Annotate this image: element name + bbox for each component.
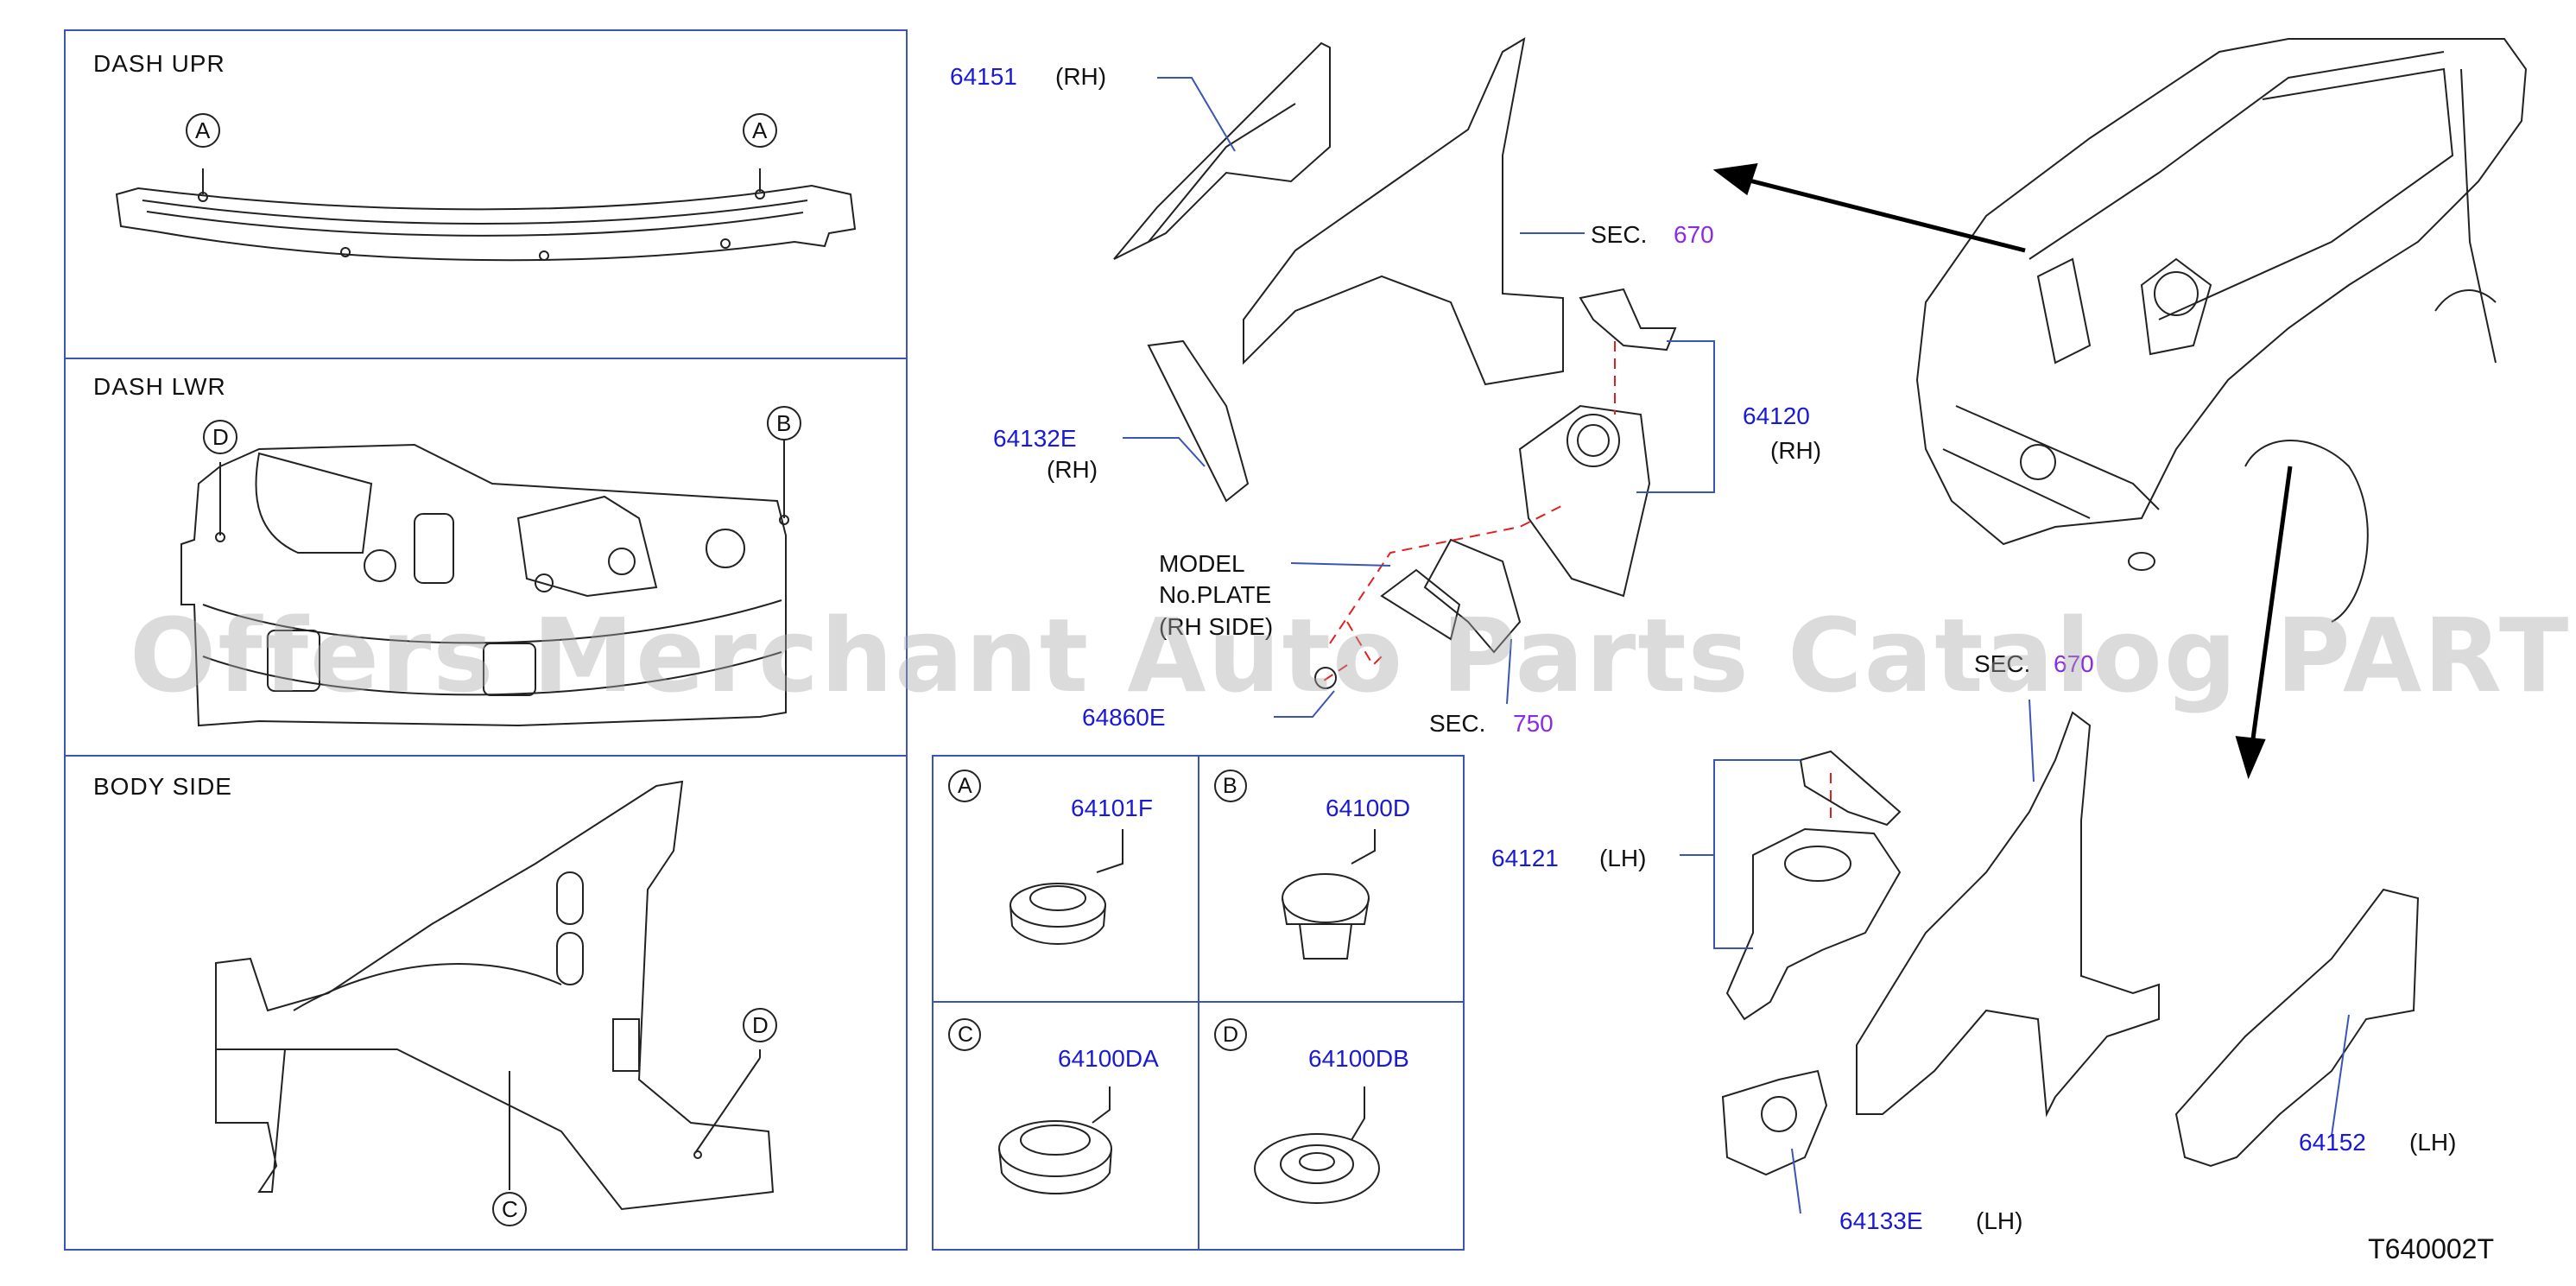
clip-callout-b: B	[1223, 774, 1237, 798]
lh-parts-drawing	[1721, 711, 2420, 1176]
panel-title-dash-lwr: DASH LWR	[93, 373, 226, 400]
rh-parts-drawing	[1113, 37, 1677, 689]
callout-d-body: D	[752, 1012, 769, 1038]
sec-670-top-label: SEC.	[1591, 221, 1648, 248]
dash-upper-panel-drawing	[115, 168, 857, 262]
clip-callout-a: A	[958, 774, 972, 798]
model-plate-line1: MODEL	[1159, 550, 1245, 577]
clip-part-d: 64100DB	[1308, 1045, 1409, 1072]
part-64121: 64121	[1491, 845, 1559, 871]
sec-670-bottom-label: SEC.	[1974, 650, 2031, 677]
dash-lower-panel-drawing	[180, 436, 789, 727]
watermark: Offers Merchant Auto Parts Catalog PARTS…	[130, 596, 2576, 715]
callout-a-right: A	[752, 117, 768, 143]
part-64120-side: (RH)	[1770, 437, 1822, 464]
left-panel-frame	[64, 29, 908, 1251]
callout-a-left: A	[195, 117, 211, 143]
model-plate-line2: No.PLATE	[1159, 581, 1272, 608]
body-side-drawing	[215, 780, 775, 1211]
part-64151-side: (RH)	[1055, 63, 1107, 90]
clip-part-b: 64100D	[1326, 795, 1411, 821]
part-64133e: 64133E	[1839, 1207, 1923, 1234]
sec-750-label: SEC.	[1429, 710, 1486, 737]
clip-leaders	[1092, 829, 1376, 1141]
sec-670-top-number: 670	[1674, 221, 1714, 248]
clip-part-c: 64100DA	[1058, 1045, 1159, 1072]
callout-b: B	[776, 410, 792, 436]
vehicle-arrows	[1712, 162, 2293, 780]
sec-670-bottom-number: 670	[2054, 650, 2094, 677]
part-64860e: 64860E	[1082, 704, 1166, 731]
part-leaders	[1123, 77, 2350, 1214]
part-64152-side: (LH)	[2409, 1129, 2457, 1156]
clip-part-a: 64101F	[1071, 795, 1153, 821]
callout-markers-left	[186, 113, 801, 1226]
panel-title-body-side: BODY SIDE	[93, 773, 232, 800]
part-64151: 64151	[950, 63, 1017, 90]
red-dashed-leaders	[1320, 341, 1832, 825]
clip-callout-d: D	[1223, 1023, 1239, 1047]
part-64152: 64152	[2299, 1129, 2366, 1156]
model-plate-line3: (RH SIDE)	[1159, 613, 1274, 640]
part-64133e-side: (LH)	[1976, 1207, 2023, 1234]
sec-750-number: 750	[1513, 710, 1554, 737]
grommet-icon	[998, 873, 1380, 1204]
part-64120: 64120	[1743, 402, 1810, 429]
clip-callout-markers	[948, 770, 1247, 1051]
vehicle-front-drawing	[1915, 38, 2528, 623]
part-64121-side: (LH)	[1599, 845, 1647, 871]
clip-callout-c: C	[958, 1023, 974, 1047]
callout-d-dash: D	[212, 424, 229, 450]
part-64132e: 64132E	[993, 425, 1077, 452]
callout-c-body: C	[502, 1196, 518, 1222]
part-64132e-side: (RH)	[1047, 456, 1098, 483]
panel-title-dash-upr: DASH UPR	[93, 50, 225, 77]
diagram-reference: T640002T	[2368, 1233, 2494, 1264]
